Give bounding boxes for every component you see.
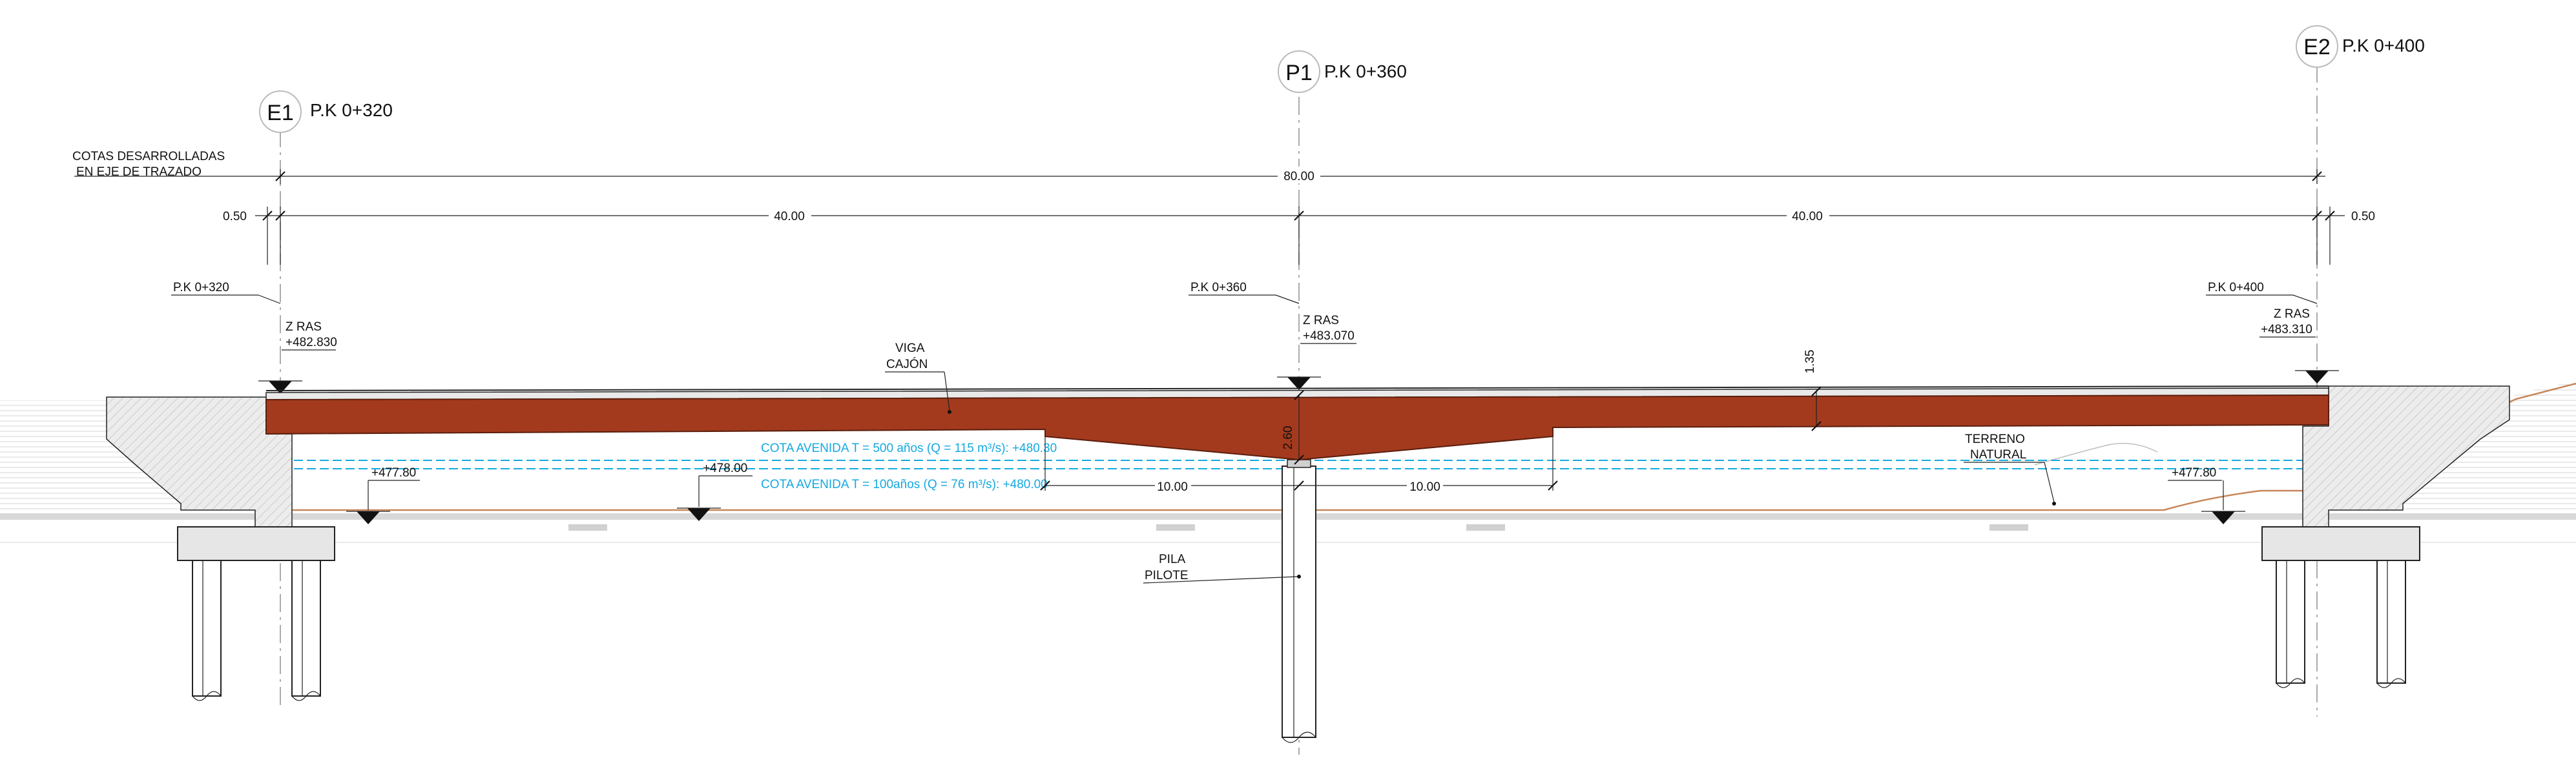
pile-e1-a <box>192 560 222 701</box>
pile-label-line2: PILOTE <box>1145 569 1189 582</box>
label-viga-cajon: VIGA CAJÓN <box>885 342 951 414</box>
box-girder <box>265 394 2329 461</box>
axis-bubble <box>259 90 302 133</box>
label-pila-pilote: PILA PILOTE <box>1143 553 1301 584</box>
pk-marker-e1: P.K 0+320 <box>173 281 229 294</box>
axis-id: P1 <box>1285 61 1313 85</box>
ground-level-value: +477.80 <box>2172 466 2216 480</box>
abutment-right-wall <box>2302 385 2510 530</box>
terrain-natural-curve <box>2034 442 2158 466</box>
level-triangle <box>1287 377 1311 390</box>
zras-value: +483.310 <box>2261 323 2312 336</box>
dimension-title: COTAS DESARROLLADAS EN EJE DE TRAZADO <box>72 150 225 179</box>
dimension-edge-right: 0.50 <box>2351 210 2375 223</box>
axis-id: E2 <box>2303 35 2331 59</box>
terrain-label-line2: NATURAL <box>1970 448 2026 462</box>
zras-p1: Z RAS +483.070 <box>1277 314 1356 390</box>
level-triangle <box>2305 371 2329 384</box>
depth-dimensions: 2.60 1.35 <box>1282 350 1822 465</box>
axis-marker-e2: E2 P.K 0+400 <box>2296 25 2425 68</box>
flood-levels: COTA AVENIDA T = 500 años (Q = 115 m³/s)… <box>294 442 2303 491</box>
zras-e1: Z RAS +482.830 <box>258 320 337 394</box>
dimension-haunch-left: 10.00 <box>1157 480 1188 494</box>
axis-bubble <box>1278 50 1320 93</box>
pile-e2-b <box>2376 560 2406 688</box>
axis-marker-e1: E1 P.K 0+320 <box>259 90 393 133</box>
pk-marker-e2: P.K 0+400 <box>2208 281 2264 294</box>
dimension-edge-left: 0.50 <box>223 210 247 223</box>
dimension-chain-total: 80.00 <box>74 167 2325 184</box>
ground-level-value: +477.80 <box>371 466 416 480</box>
axis-pk: P.K 0+400 <box>2342 36 2425 56</box>
dimension-title-line2: EN EJE DE TRAZADO <box>76 165 202 179</box>
dimension-depth-max: 2.60 <box>1282 426 1295 450</box>
ground-level-2: +478.00 <box>677 462 753 521</box>
dimension-chain-spans: 0.50 40.00 40.00 0.50 <box>223 207 2375 265</box>
axis-pk: P.K 0+360 <box>1324 61 1407 81</box>
bearing-p1 <box>1287 459 1311 468</box>
haunch-dimensions: 10.00 10.00 <box>1040 436 1558 494</box>
zras-label: Z RAS <box>286 320 322 334</box>
abutment-right <box>2261 385 2510 561</box>
soil-symbols <box>568 524 2028 531</box>
dimension-title-line1: COTAS DESARROLLADAS <box>72 150 225 163</box>
axis-bubble <box>2296 25 2338 68</box>
dimension-span-left: 40.00 <box>774 210 805 223</box>
dimension-total: 80.00 <box>1283 170 1314 183</box>
axis-marker-p1: P1 P.K 0+360 <box>1278 50 1407 93</box>
abutment-right-footing <box>2261 526 2420 561</box>
abutment-left <box>106 396 335 561</box>
pile-p1 <box>1282 459 1316 743</box>
deck-top-line <box>265 385 2329 391</box>
beam-label-line2: CAJÓN <box>886 357 928 371</box>
abutment-left-footing <box>177 526 335 561</box>
dimension-haunch-right: 10.00 <box>1409 480 1440 494</box>
pile-e2-a <box>2276 560 2305 688</box>
zras-value: +482.830 <box>286 336 337 349</box>
level-triangle <box>269 381 292 394</box>
ground-level-3: +477.80 <box>2168 466 2245 524</box>
axis-id: E1 <box>267 101 294 125</box>
pk-marker-p1: P.K 0+360 <box>1190 281 1247 294</box>
zras-value: +483.070 <box>1303 329 1355 343</box>
pile-e1-b <box>291 560 321 701</box>
flood-level-500: COTA AVENIDA T = 500 años (Q = 115 m³/s)… <box>761 442 1057 455</box>
ground-level-1: +477.80 <box>346 466 420 524</box>
zras-e2: Z RAS +483.310 <box>2259 307 2339 384</box>
flood-level-100: COTA AVENIDA T = 100años (Q = 76 m³/s): … <box>761 478 1048 491</box>
zras-label: Z RAS <box>1303 314 1339 327</box>
axis-pk: P.K 0+320 <box>310 100 393 120</box>
label-terreno-natural: TERRENO NATURAL <box>1964 433 2056 506</box>
dimension-span-right: 40.00 <box>1792 210 1823 223</box>
beam-label-line1: VIGA <box>895 342 925 355</box>
dimension-depth-min: 1.35 <box>1803 350 1817 374</box>
piles <box>192 459 2406 743</box>
ground-level-value: +478.00 <box>703 462 747 475</box>
deck <box>265 385 2329 461</box>
terrain-label-line1: TERRENO <box>1965 433 2025 446</box>
zras-label: Z RAS <box>2274 307 2310 321</box>
pile-label-line1: PILA <box>1159 553 1186 566</box>
pk-markers: P.K 0+320 P.K 0+360 P.K 0+400 <box>171 281 2318 304</box>
